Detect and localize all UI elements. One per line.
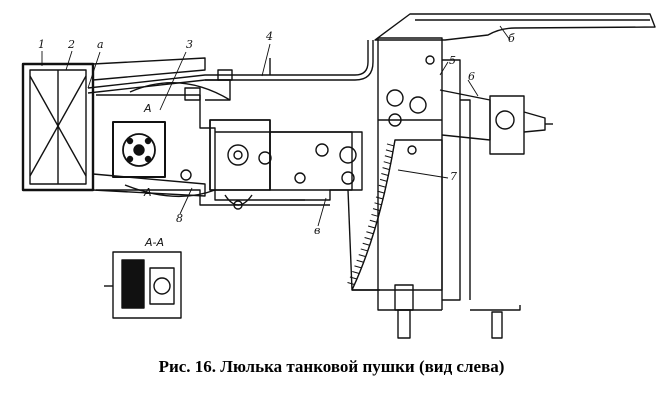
callout-a: а bbox=[97, 38, 104, 51]
callout-8: 8 bbox=[176, 212, 183, 225]
section-mark-upper: А bbox=[143, 102, 152, 115]
callout-6: 6 bbox=[468, 70, 475, 83]
section-mark-lower: А bbox=[143, 186, 152, 199]
section-title: А-А bbox=[144, 236, 164, 249]
sector-teeth bbox=[347, 143, 395, 286]
callout-v: в bbox=[314, 224, 320, 237]
bracket bbox=[439, 89, 553, 155]
callout-2: 2 bbox=[67, 38, 75, 51]
trunnion bbox=[112, 87, 201, 181]
front-yoke bbox=[21, 57, 206, 197]
section-view bbox=[104, 251, 182, 319]
callout-5: 5 bbox=[449, 54, 456, 67]
pipe-line bbox=[87, 40, 374, 101]
callout-3: 3 bbox=[186, 38, 193, 51]
cradle-body bbox=[96, 82, 363, 210]
callout-b: б bbox=[508, 32, 515, 45]
figure-caption: Рис. 16. Люлька танковой пушки (вид слев… bbox=[158, 357, 505, 376]
side-frame bbox=[377, 37, 521, 339]
leader-lines bbox=[41, 25, 511, 227]
callout-labels: 1 2 а 3 4 б 5 6 7 8 в А-А А А bbox=[38, 30, 515, 249]
callout-7: 7 bbox=[450, 170, 457, 183]
handle bbox=[374, 13, 656, 41]
callout-1: 1 bbox=[38, 38, 45, 51]
callout-4: 4 bbox=[265, 30, 273, 43]
